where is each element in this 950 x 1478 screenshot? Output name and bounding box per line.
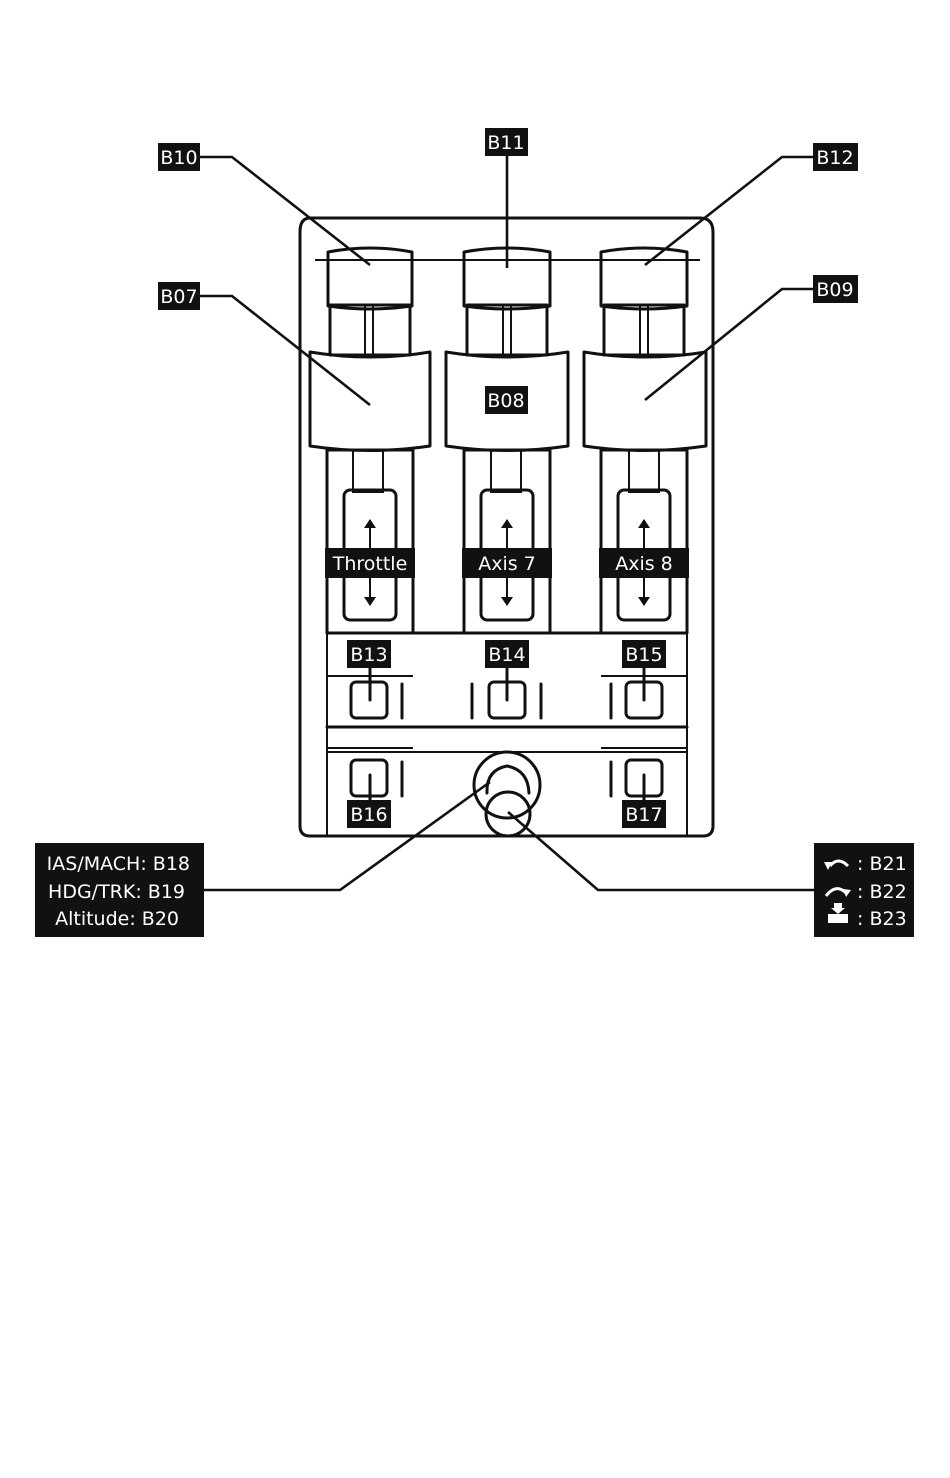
toggle-switch-b15[interactable] xyxy=(601,668,687,718)
axis-label-throttle: Throttle xyxy=(325,548,415,578)
axis-label-axis7: Axis 7 xyxy=(462,548,552,578)
svg-text:B10: B10 xyxy=(160,147,197,169)
svg-text:B13: B13 xyxy=(350,644,387,666)
svg-text:B16: B16 xyxy=(350,804,387,826)
svg-text:B07: B07 xyxy=(160,286,197,308)
toggle-switch-b17[interactable] xyxy=(601,748,687,808)
toggle-switch-b14[interactable] xyxy=(472,668,541,718)
svg-text:B11: B11 xyxy=(487,132,524,154)
knob-legend-left-line-2: HDG/TRK: B19 xyxy=(48,881,185,903)
knob-legend-left: IAS/MACH: B18 HDG/TRK: B19 Altitude: B20 xyxy=(35,843,204,937)
knob-legend-left-line-3: Altitude: B20 xyxy=(55,908,179,930)
callout-b14: B14 xyxy=(485,640,529,668)
svg-text:Axis 7: Axis 7 xyxy=(478,553,536,575)
callout-b12: B12 xyxy=(813,143,858,171)
callout-b11: B11 xyxy=(485,128,528,156)
lever-right-top-button xyxy=(601,248,687,309)
knob-legend-left-line-1: IAS/MACH: B18 xyxy=(47,853,190,875)
callout-b16: B16 xyxy=(347,800,391,828)
svg-text:B17: B17 xyxy=(625,804,662,826)
knob-legend-right-line-1: : B21 xyxy=(857,853,907,875)
svg-text:B09: B09 xyxy=(816,279,853,301)
rotary-knob[interactable] xyxy=(474,752,540,836)
callout-b15: B15 xyxy=(622,640,666,668)
callout-b09: B09 xyxy=(813,275,858,303)
callout-b17: B17 xyxy=(622,800,666,828)
svg-text:Throttle: Throttle xyxy=(332,553,408,575)
toggle-switch-b13[interactable] xyxy=(327,668,413,718)
knob-legend-right-line-3: : B23 xyxy=(857,908,907,930)
svg-text:B15: B15 xyxy=(625,644,662,666)
callout-b13: B13 xyxy=(347,640,391,668)
svg-text:B08: B08 xyxy=(487,390,524,412)
svg-text:Axis 8: Axis 8 xyxy=(615,553,673,575)
callout-b10: B10 xyxy=(158,143,200,171)
svg-text:B14: B14 xyxy=(488,644,525,666)
lever-left-top-button xyxy=(328,248,412,309)
toggle-switch-b16[interactable] xyxy=(327,748,413,808)
callout-b08: B08 xyxy=(485,386,528,414)
callout-b07: B07 xyxy=(158,282,200,310)
axis-label-axis8: Axis 8 xyxy=(599,548,689,578)
svg-text:B12: B12 xyxy=(816,147,853,169)
knob-legend-right-line-2: : B22 xyxy=(857,881,907,903)
lever-left-grip xyxy=(310,352,430,451)
knob-legend-right: : B21 : B22 : B23 xyxy=(814,843,914,937)
